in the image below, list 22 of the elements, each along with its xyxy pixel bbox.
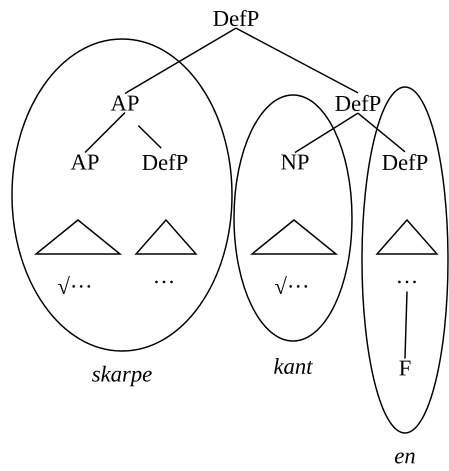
branch-line: [124, 28, 236, 94]
branch-line: [236, 28, 358, 94]
category-label: DefP: [382, 154, 428, 170]
branch-line: [138, 125, 162, 149]
category-label: DefP: [335, 94, 380, 112]
leaf-text: √···: [58, 276, 90, 294]
branch-line: [84, 112, 126, 153]
branch-line: [358, 112, 406, 152]
caption-word: skarpe: [92, 366, 152, 386]
branch-line: [404, 291, 408, 359]
category-label: DefP: [142, 154, 188, 170]
leaf-text: F: [399, 360, 410, 376]
leaf-text: ···: [398, 280, 416, 284]
caption-word: en: [394, 452, 415, 464]
caption-word: kant: [274, 358, 313, 374]
category-label: AP: [110, 96, 139, 110]
leaf-text: √···: [275, 276, 308, 294]
category-label: NP: [281, 154, 309, 170]
branch-line: [294, 112, 358, 154]
leaf-text: ···: [155, 280, 173, 284]
category-label: AP: [70, 154, 99, 170]
category-label: DefP: [213, 10, 258, 26]
